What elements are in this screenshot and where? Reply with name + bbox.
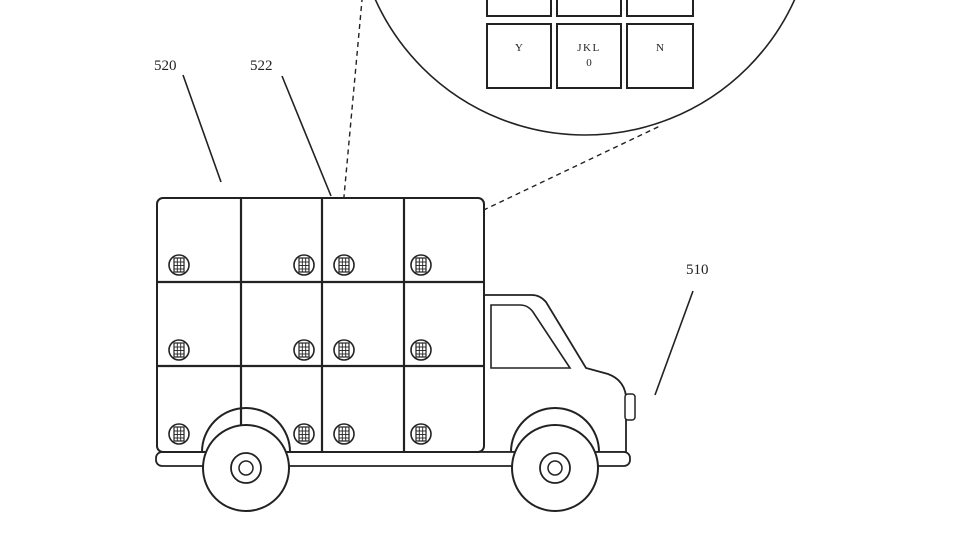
key-label-jkl: JKL <box>577 42 600 54</box>
locker-keypad-icon <box>168 423 190 445</box>
keypad-key <box>626 0 694 17</box>
leader-line-520 <box>182 74 222 183</box>
key-label-y: Y <box>515 42 523 54</box>
ref-label-520: 520 <box>154 58 177 74</box>
key-sublabel-jkl: 0 <box>586 57 592 69</box>
locker-keypad-icon <box>168 254 190 276</box>
locker-keypad-icon <box>410 339 432 361</box>
delivery-truck <box>155 197 636 512</box>
locker-keypads <box>168 254 432 445</box>
headlight <box>624 393 636 421</box>
key-label-n: N <box>656 42 664 54</box>
locker-keypad-icon <box>410 423 432 445</box>
ref-label-510: 510 <box>686 262 709 278</box>
locker-keypad-icon <box>293 339 315 361</box>
detail-circle <box>374 0 796 136</box>
keypad-key-n: N <box>626 23 694 89</box>
keypad-key <box>486 0 552 17</box>
keypad-key <box>556 0 622 17</box>
keypad-key-jkl: JKL 0 <box>556 23 622 89</box>
locker-keypad-icon <box>168 339 190 361</box>
keypad-detail-callout: Y JKL 0 N <box>374 0 796 136</box>
locker-keypad-icon <box>333 254 355 276</box>
ref-label-522: 522 <box>250 58 273 74</box>
front-wheel <box>510 407 600 512</box>
locker-unit <box>156 197 485 453</box>
locker-keypad-icon <box>410 254 432 276</box>
rear-wheel <box>201 407 291 512</box>
locker-keypad-icon <box>333 339 355 361</box>
leader-line-510 <box>654 290 694 396</box>
locker-keypad-icon <box>293 423 315 445</box>
locker-keypad-icon <box>293 254 315 276</box>
leader-line-522 <box>281 75 332 197</box>
keypad-key-y: Y <box>486 23 552 89</box>
cab-window <box>490 304 572 369</box>
locker-keypad-icon <box>333 423 355 445</box>
reference-labels: 520 522 510 <box>154 58 709 396</box>
